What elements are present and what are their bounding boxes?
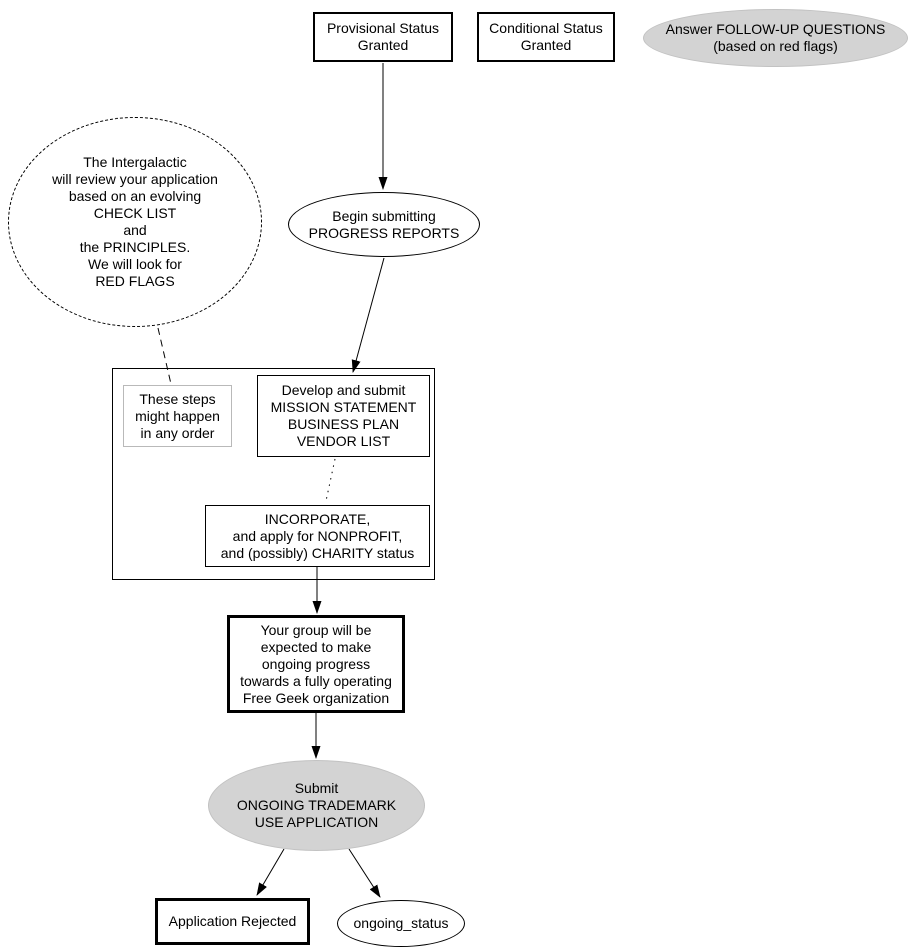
followup-questions-node: Answer FOLLOW-UP QUESTIONS (based on red… bbox=[643, 9, 908, 67]
edge-review-note-to-any-order-note bbox=[157, 327, 172, 385]
develop-submit-label: Develop and submit MISSION STATEMENT BUS… bbox=[270, 382, 417, 449]
provisional-status-node: Provisional Status Granted bbox=[313, 12, 453, 62]
progress-reports-node: Begin submitting PROGRESS REPORTS bbox=[288, 192, 480, 257]
review-note-label: The Intergalactic will review your appli… bbox=[52, 154, 218, 289]
edge-trademark-to-ongoing-status bbox=[348, 848, 381, 898]
edge-trademark-to-rejected bbox=[256, 848, 285, 896]
trademark-application-node: Submit ONGOING TRADEMARK USE APPLICATION bbox=[208, 760, 425, 851]
incorporate-label: INCORPORATE, and apply for NONPROFIT, an… bbox=[220, 510, 415, 561]
application-rejected-node: Application Rejected bbox=[155, 898, 310, 945]
ongoing-status-label: ongoing_status bbox=[353, 915, 449, 931]
incorporate-node: INCORPORATE, and apply for NONPROFIT, an… bbox=[205, 505, 430, 567]
edge-progress-reports-to-develop bbox=[351, 257, 385, 373]
progress-reports-label: Begin submitting PROGRESS REPORTS bbox=[308, 207, 460, 241]
any-order-cluster-box bbox=[112, 368, 435, 580]
provisional-status-label: Provisional Status Granted bbox=[326, 20, 440, 53]
conditional-status-label: Conditional Status Granted bbox=[489, 20, 603, 53]
ongoing-progress-node: Your group will be expected to make ongo… bbox=[227, 615, 405, 713]
ongoing-status-node: ongoing_status bbox=[337, 900, 465, 947]
followup-questions-label: Answer FOLLOW-UP QUESTIONS (based on red… bbox=[665, 21, 886, 54]
trademark-application-label: Submit ONGOING TRADEMARK USE APPLICATION bbox=[236, 780, 397, 830]
any-order-note-node: These steps might happen in any order bbox=[123, 385, 232, 447]
application-rejected-label: Application Rejected bbox=[168, 913, 297, 929]
conditional-status-node: Conditional Status Granted bbox=[477, 12, 615, 62]
edge-develop-to-incorporate bbox=[325, 458, 336, 502]
develop-submit-node: Develop and submit MISSION STATEMENT BUS… bbox=[257, 375, 430, 457]
ongoing-progress-label: Your group will be expected to make ongo… bbox=[240, 621, 392, 706]
review-note-node: The Intergalactic will review your appli… bbox=[8, 117, 262, 327]
any-order-note-label: These steps might happen in any order bbox=[135, 390, 220, 441]
